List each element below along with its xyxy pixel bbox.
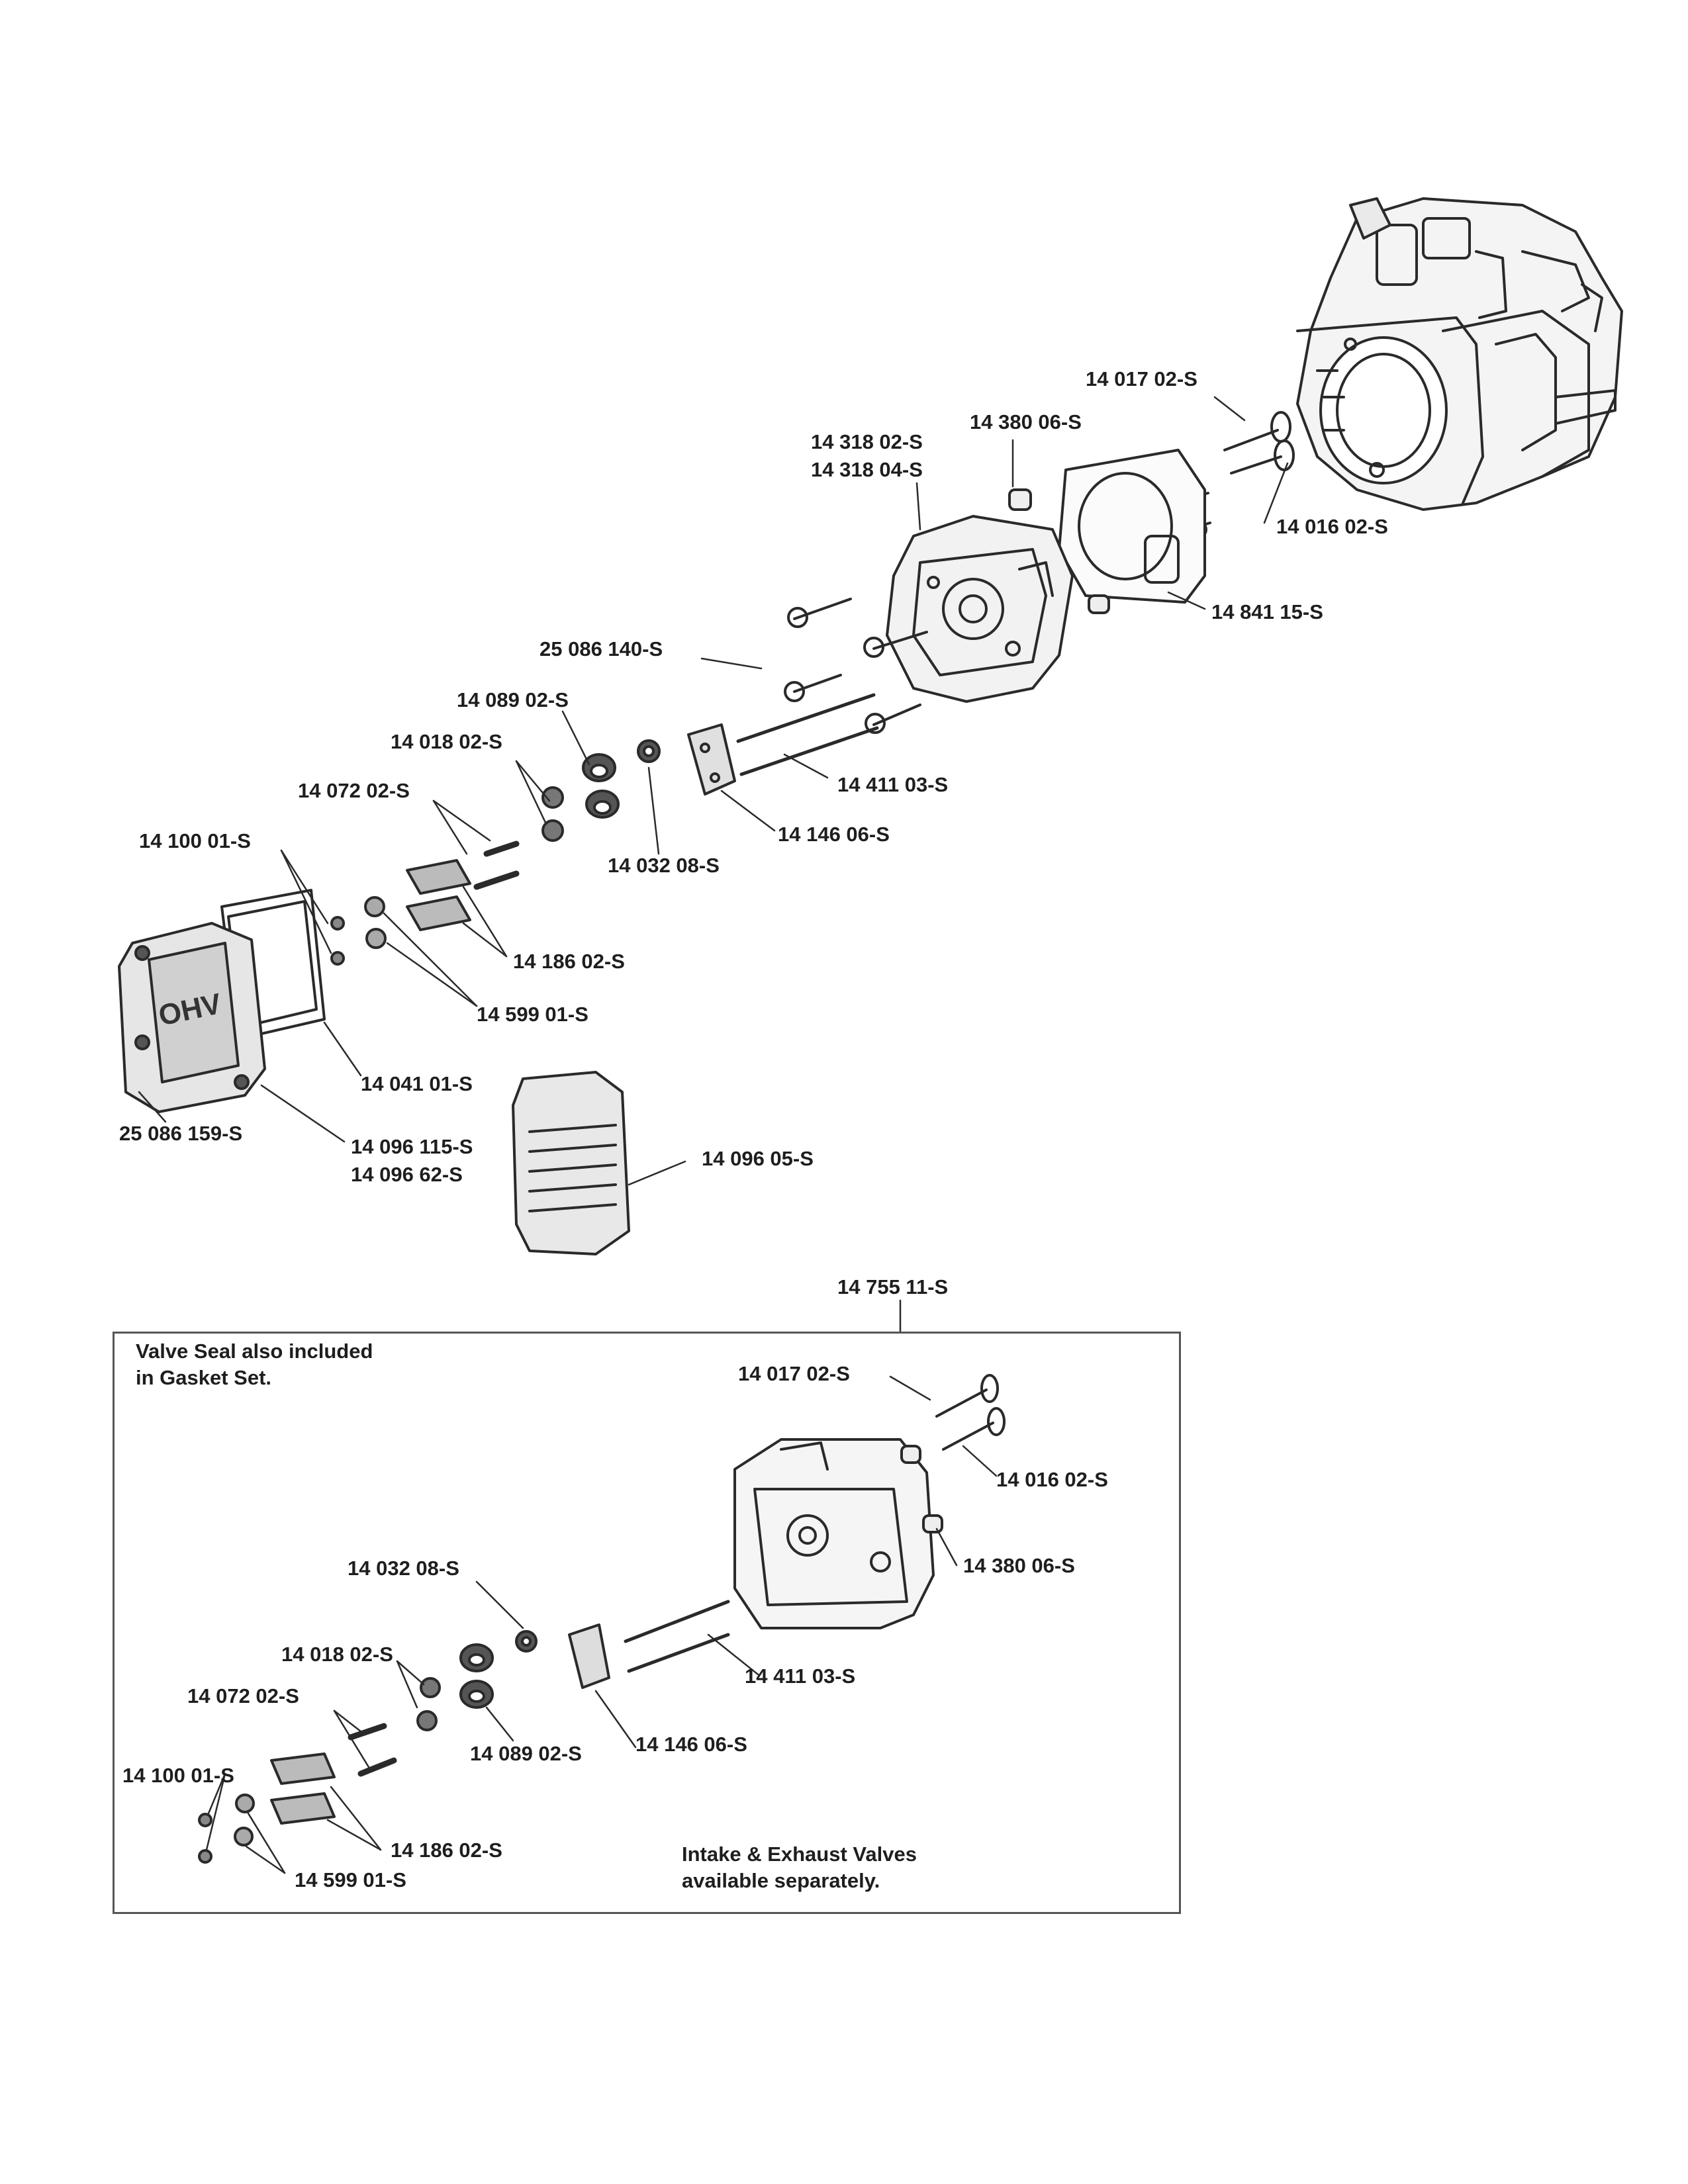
kit-valve-seal <box>515 1630 538 1653</box>
kit-valve-seal-small <box>900 1445 943 1533</box>
head-gasket <box>1058 449 1206 604</box>
label-valve-cover-2: 14 096 62-S <box>351 1163 463 1186</box>
kit-label-rocker-stud: 14 072 02-S <box>187 1684 299 1707</box>
kit-note-bottom-line2: available separately. <box>682 1869 880 1892</box>
label-guide-plate: 14 146 06-S <box>778 823 890 846</box>
kit-label-adjusting-nut: 14 599 01-S <box>295 1868 406 1891</box>
kit-label-lock-nut: 14 100 01-S <box>122 1764 234 1787</box>
push-rods <box>736 693 879 776</box>
dowel-pin <box>1008 488 1110 614</box>
exhaust-valve <box>1230 439 1295 475</box>
label-push-rod: 14 411 03-S <box>837 773 949 796</box>
label-valve-cover-1: 14 096 115-S <box>351 1135 473 1158</box>
head-bolt <box>784 598 928 734</box>
engine-block-illustration <box>1296 197 1623 511</box>
push-rod-guide-plate <box>687 723 736 796</box>
valve-seal <box>637 739 661 763</box>
kit-leader-lines <box>205 1375 998 1874</box>
spring-retainers <box>541 786 564 842</box>
kit-valves <box>935 1374 1006 1451</box>
leader-lines <box>138 396 1289 1333</box>
kit-label-dowel-pin: 14 380 06-S <box>963 1554 1075 1577</box>
label-spring-retainer: 14 018 02-S <box>391 730 502 753</box>
kit-label-intake-valve: 14 017 02-S <box>738 1362 850 1385</box>
rocker-arms <box>406 859 471 931</box>
kit-push-rods <box>624 1600 730 1673</box>
kit-note-top-line2: in Gasket Set. <box>136 1366 272 1389</box>
valve-springs <box>582 753 620 819</box>
label-valve-spring: 14 089 02-S <box>457 688 569 711</box>
lock-nuts <box>330 916 345 966</box>
label-cylinder-head-2: 14 318 04-S <box>811 458 923 481</box>
kit-label-push-rod: 14 411 03-S <box>745 1664 856 1688</box>
label-head-gasket: 14 841 15-S <box>1211 600 1323 623</box>
valve-cover <box>118 922 266 1113</box>
kit-guide-plate <box>568 1623 610 1689</box>
label-valve-seal: 14 032 08-S <box>608 854 720 877</box>
kit-cylinder-head <box>733 1438 935 1629</box>
label-cover-gasket: 14 041 01-S <box>361 1072 473 1095</box>
kit-note-bottom-line1: Intake & Exhaust Valves <box>682 1843 917 1866</box>
kit-label-guide-plate: 14 146 06-S <box>635 1733 747 1756</box>
cylinder-head <box>886 515 1074 703</box>
rocker-studs <box>473 841 520 890</box>
kit-label-spring-retainer: 14 018 02-S <box>281 1643 393 1666</box>
label-intake-valve: 14 017 02-S <box>1086 367 1197 390</box>
label-rocker-arm: 14 186 02-S <box>513 950 625 973</box>
label-rocker-stud: 14 072 02-S <box>298 779 410 802</box>
kit-valve-springs <box>459 1643 494 1709</box>
kit-adjusting-nuts <box>234 1794 255 1846</box>
label-cylinder-head-1: 14 318 02-S <box>811 430 923 453</box>
kit-note-top-line1: Valve Seal also included <box>136 1340 373 1363</box>
breather-cover <box>512 1071 630 1255</box>
gasket-kit-box <box>113 1332 1181 1914</box>
label-adjusting-nut: 14 599 01-S <box>477 1003 588 1026</box>
label-cover-screw: 25 086 159-S <box>119 1122 243 1145</box>
intake-valve <box>1223 411 1291 451</box>
kit-label-rocker-arm: 14 186 02-S <box>391 1839 502 1862</box>
kit-lock-nuts <box>198 1813 212 1864</box>
label-breather-cover: 14 096 05-S <box>702 1147 814 1170</box>
kit-number-label: 14 755 11-S <box>837 1275 949 1298</box>
kit-label-exhaust-valve: 14 016 02-S <box>996 1468 1108 1491</box>
adjusting-nuts <box>364 896 387 949</box>
label-dowel-pin: 14 380 06-S <box>970 410 1082 433</box>
label-exhaust-valve: 14 016 02-S <box>1276 515 1388 538</box>
kit-label-valve-seal: 14 032 08-S <box>348 1557 459 1580</box>
kit-retainers <box>416 1677 441 1731</box>
label-head-bolt: 25 086 140-S <box>539 637 663 660</box>
label-lock-nut: 14 100 01-S <box>139 829 251 852</box>
kit-rocker-studs <box>348 1723 397 1777</box>
kit-rocker-arms <box>270 1752 336 1825</box>
kit-label-valve-spring: 14 089 02-S <box>470 1742 582 1765</box>
